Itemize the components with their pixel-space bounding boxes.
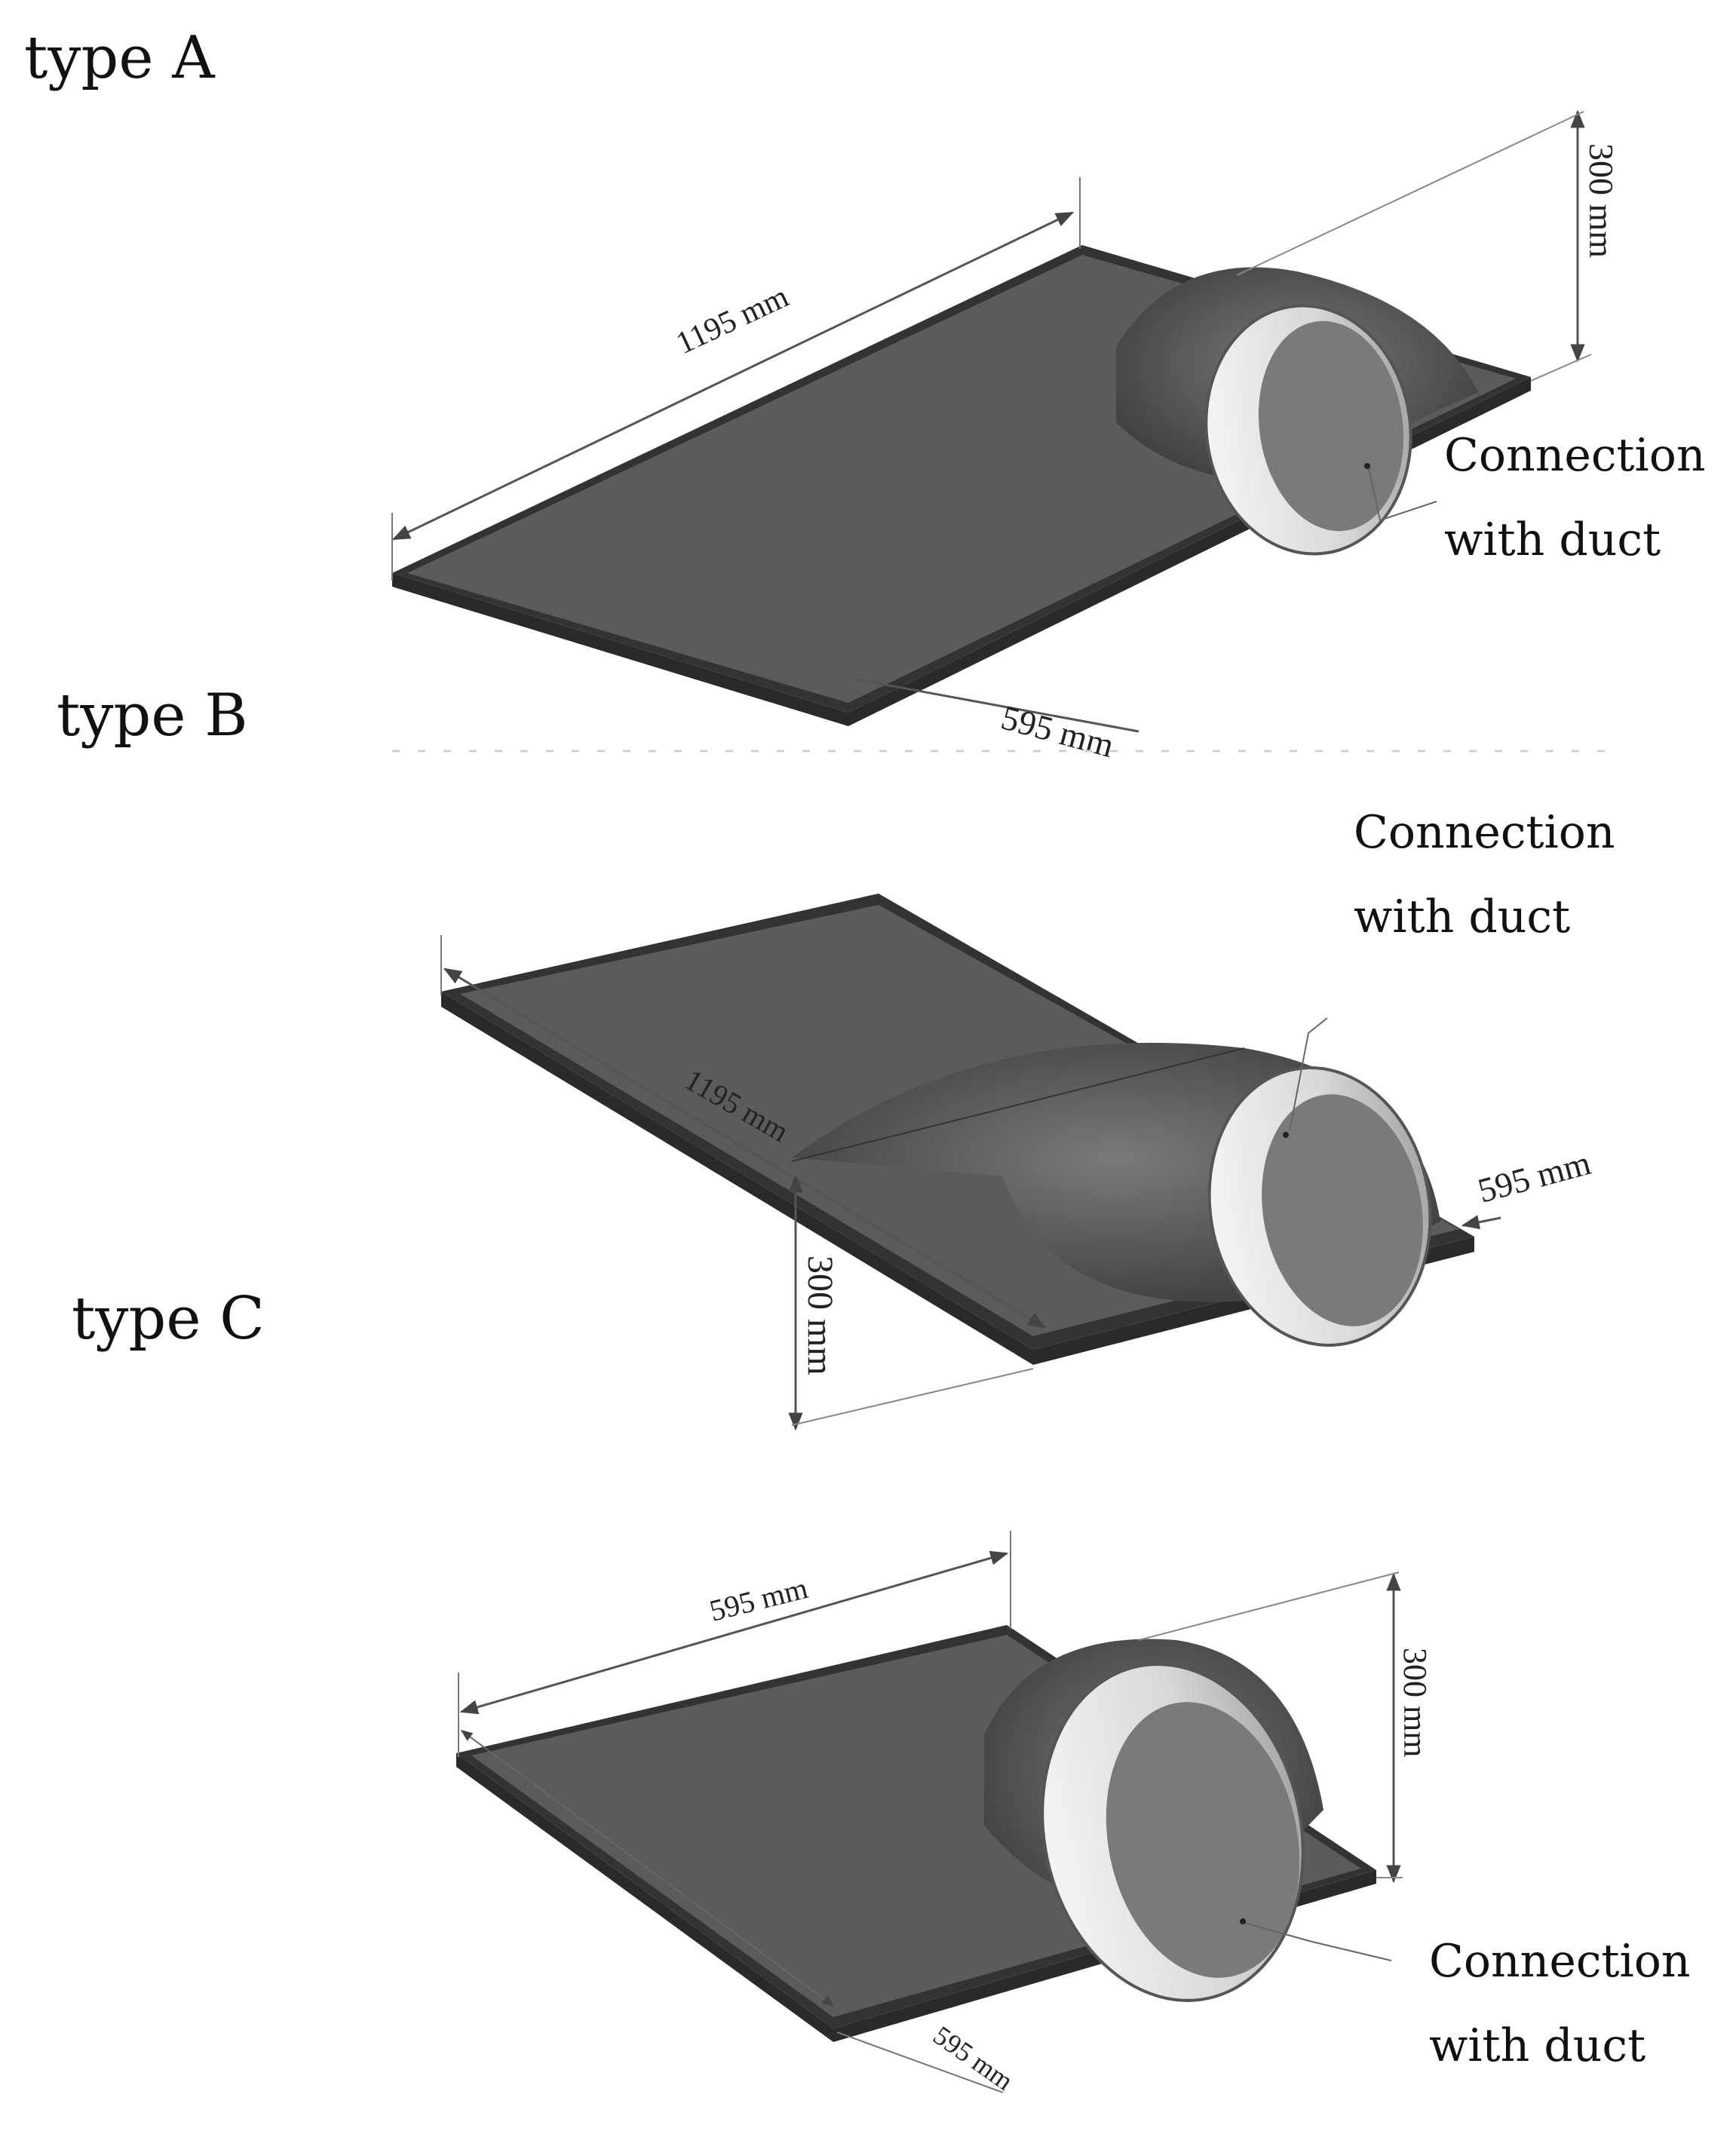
- type-c-drawing: 595 mm 595 mm 300 mm: [456, 1531, 1434, 2096]
- type-c-callout-leader: [1244, 1922, 1392, 1961]
- type-b-drawing: 1195 mm 595 mm 300 mm: [440, 894, 1595, 1431]
- type-c-dim-300-label: 300 mm: [1397, 1648, 1434, 1757]
- type-b-dim-1195-line: [443, 967, 1047, 1329]
- type-b-callout-leader: [1289, 1017, 1328, 1132]
- type-c-dim-595-side-line: [460, 1730, 835, 2007]
- type-a-dim-1195-line: [391, 211, 1075, 541]
- type-b-label: type B: [57, 682, 248, 750]
- type-a-callout-leader: [1368, 467, 1437, 522]
- type-c-callout-line2: with duct: [1429, 2019, 1646, 2072]
- type-a-callout-line2: with duct: [1444, 514, 1661, 566]
- type-c-dim-595-bottom-line: [836, 2031, 1004, 2093]
- type-a-dim-300-ext-bottom: [1530, 354, 1592, 382]
- type-c-callout-line1: Connection: [1429, 1935, 1691, 1988]
- type-b-dim-300-base: [791, 1368, 1034, 1426]
- type-c-callout: Connection with duct: [1429, 1919, 1691, 2088]
- type-c-dim-300-ext-top: [1138, 1571, 1400, 1641]
- type-a-dim-595-line: [851, 677, 1139, 733]
- type-c-dim-595-top-label: 595 mm: [706, 1571, 811, 1628]
- type-b-callout: Connection with duct: [1354, 790, 1615, 959]
- type-a-drawing: 1195 mm 595 mm 300 mm: [391, 109, 1621, 765]
- type-a-dim-595-label: 595 mm: [997, 698, 1118, 765]
- type-b-dim-595-line: [1461, 1215, 1501, 1230]
- type-a-label: type A: [24, 24, 215, 92]
- type-b-dim-595-label: 595 mm: [1474, 1143, 1594, 1210]
- type-a-callout-line1: Connection: [1444, 429, 1706, 482]
- type-a-dim-1195-label: 1195 mm: [671, 279, 794, 361]
- type-c-collar-opening: [1106, 1702, 1300, 1978]
- type-b-collar-opening: [1262, 1094, 1423, 1326]
- type-a-callout: Connection with duct: [1444, 413, 1706, 582]
- type-a-collar-opening: [1258, 320, 1404, 532]
- type-b-callout-line1: Connection: [1354, 806, 1615, 859]
- type-a-dim-300-ext-top: [1236, 111, 1584, 276]
- type-c-label: type C: [72, 1285, 265, 1353]
- type-b-callout-line2: with duct: [1354, 891, 1571, 943]
- type-a-dim-300-label: 300 mm: [1582, 143, 1621, 258]
- type-c-dim-595-top-line: [459, 1550, 1009, 1715]
- type-b-dim-300-label: 300 mm: [800, 1256, 840, 1375]
- type-c-dim-595-bottom-label: 595 mm: [928, 2020, 1018, 2096]
